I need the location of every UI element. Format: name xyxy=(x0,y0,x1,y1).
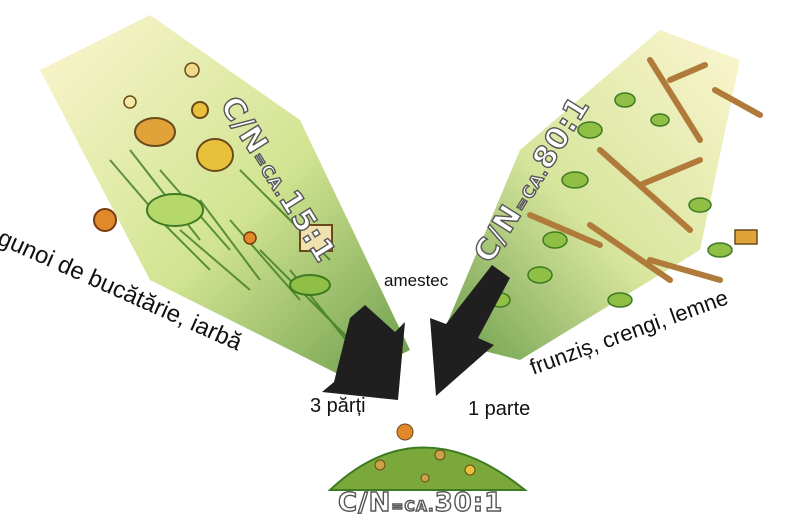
wood-block xyxy=(735,230,757,244)
right-parts-label: 1 parte xyxy=(468,399,530,419)
mix-label: amestec xyxy=(384,272,448,289)
result-cn-prefix: C/N xyxy=(338,488,391,518)
result-cn-value: 30:1 xyxy=(435,488,504,518)
result-cn-ca: =CA. xyxy=(391,499,434,515)
result-cn-ratio: C/N=CA.30:1 xyxy=(338,490,503,516)
left-parts-label: 3 părți xyxy=(310,396,366,416)
compost-pile xyxy=(330,448,525,491)
